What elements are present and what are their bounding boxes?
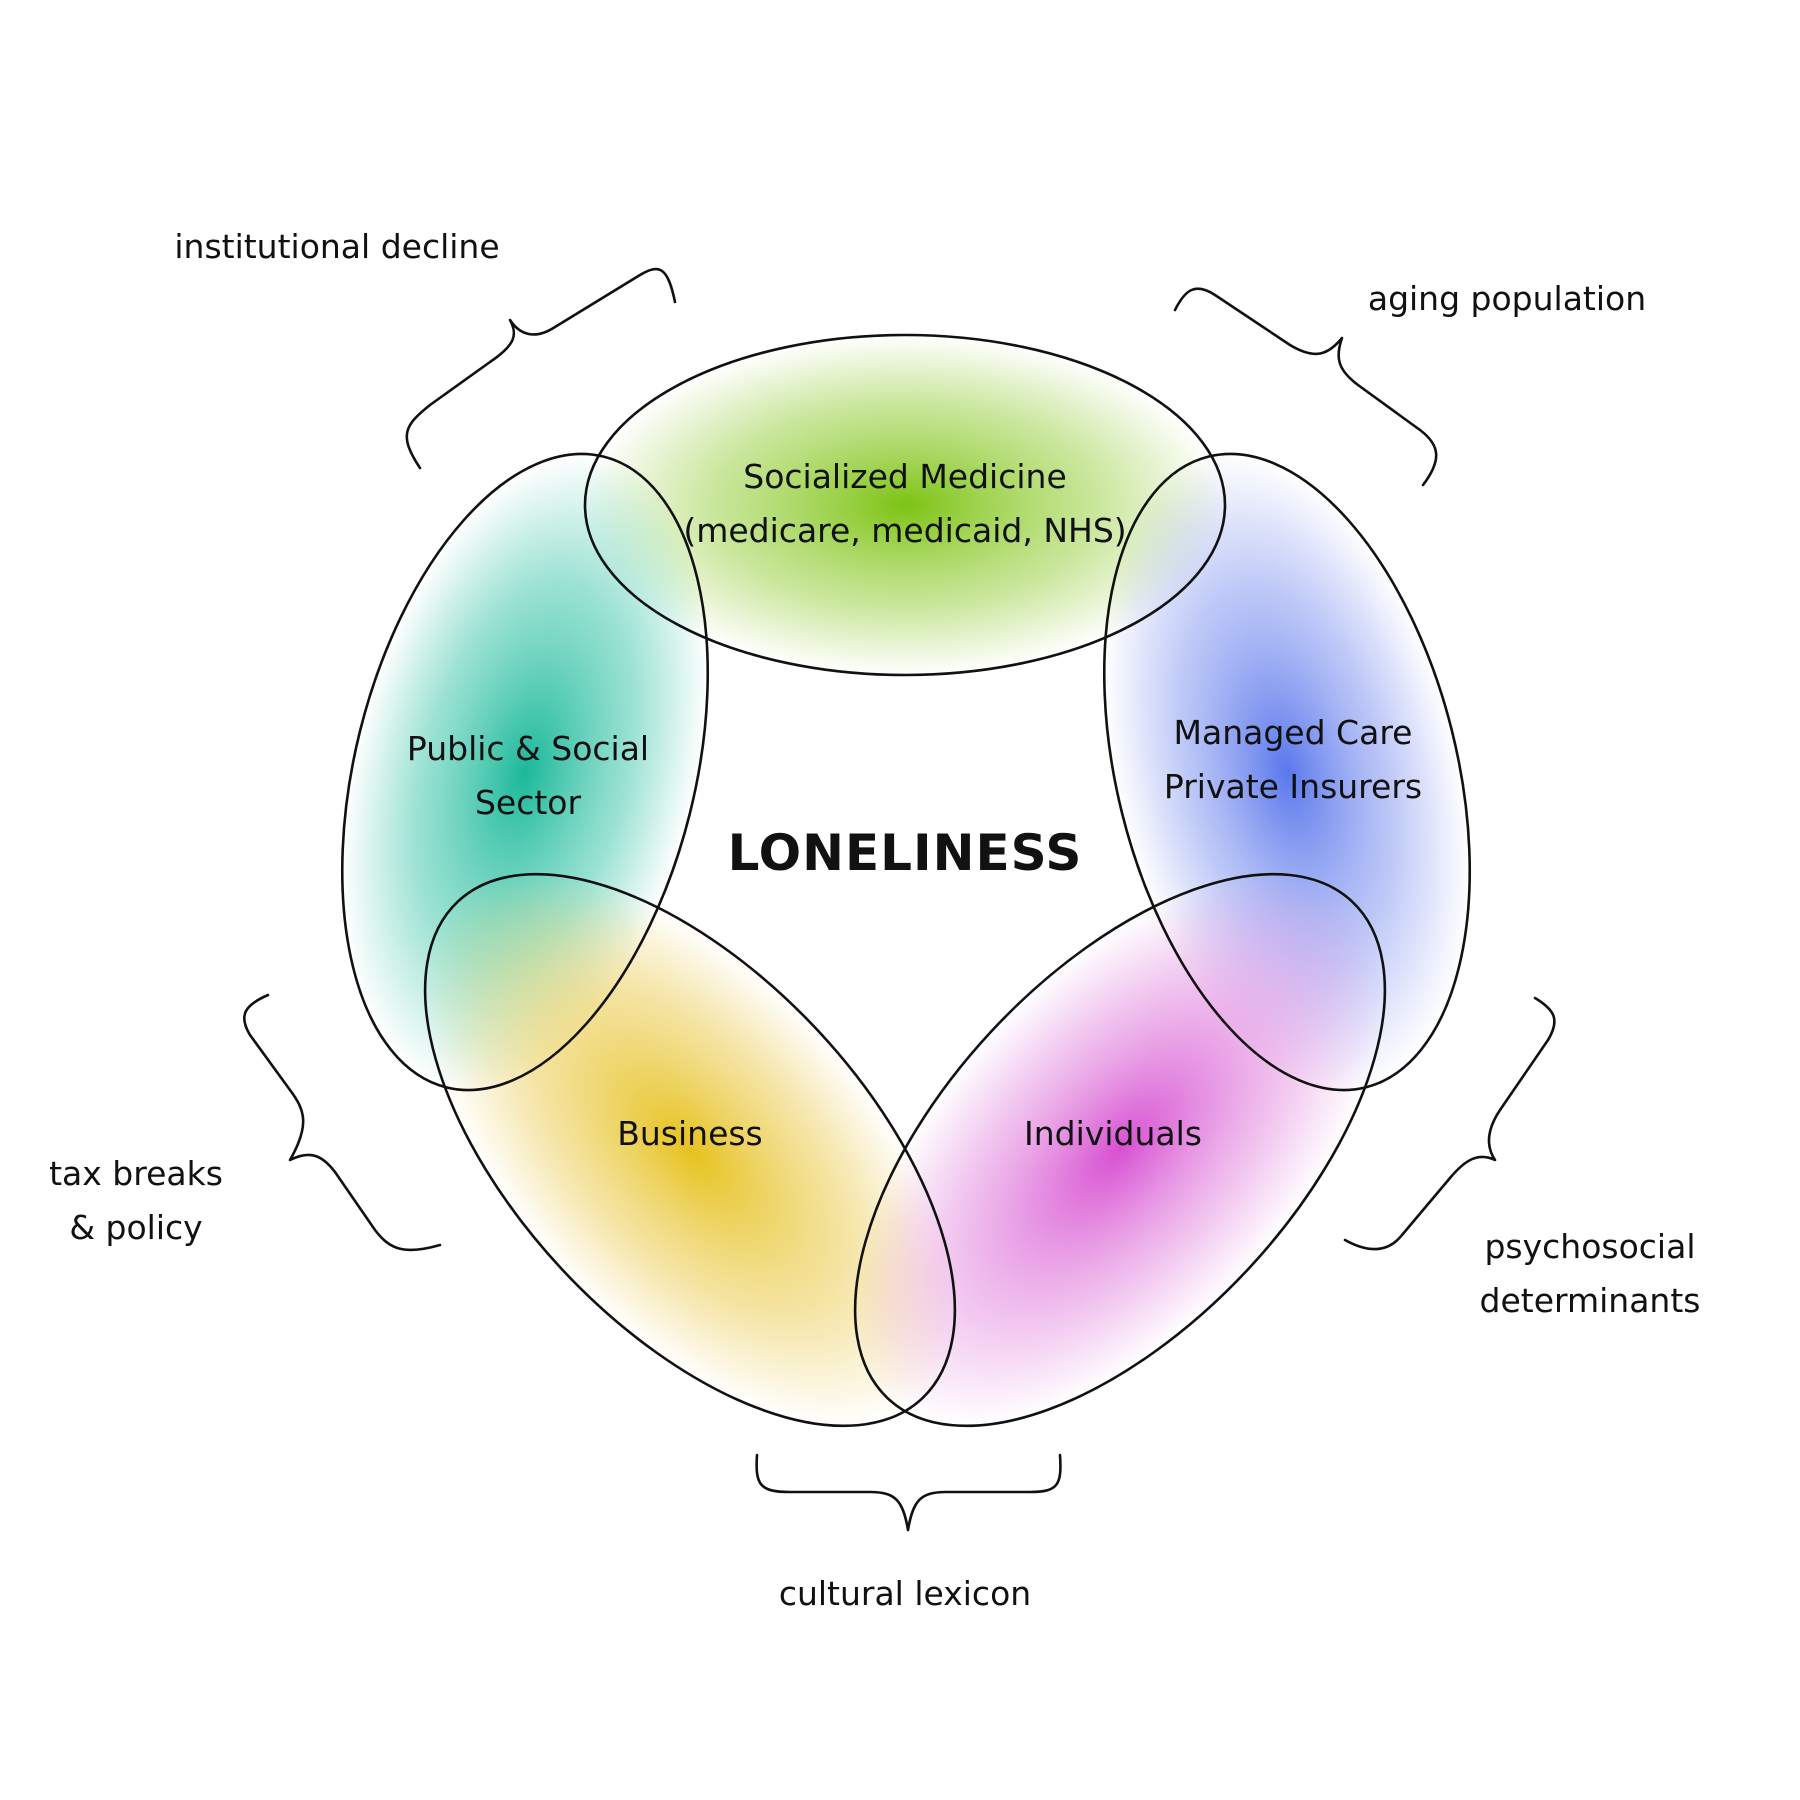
factor-tax-breaks: tax breaks	[49, 1154, 223, 1193]
brace-top-left	[405, 267, 677, 470]
brace-top-right	[1173, 287, 1438, 487]
socialized-medicine-label: Socialized Medicine	[743, 457, 1067, 496]
business-outline	[423, 872, 957, 1428]
public-social-sector-outline	[340, 452, 710, 1092]
blob-labels: Socialized Medicine (medicare, medicaid,…	[407, 457, 1422, 1153]
business-fill	[425, 874, 955, 1426]
factor-institutional-decline: institutional decline	[174, 227, 499, 266]
socialized-medicine-outline	[583, 333, 1227, 677]
brace-left	[243, 993, 442, 1252]
factor-labels: institutional decline aging population t…	[49, 227, 1700, 1613]
managed-care-label: Managed Care	[1174, 713, 1413, 752]
individuals-fill	[855, 874, 1385, 1426]
factor-psychosocial: psychosocial	[1484, 1227, 1695, 1266]
socialized-medicine-fill	[585, 335, 1225, 675]
business-label: Business	[617, 1114, 763, 1153]
factor-determinants: determinants	[1480, 1281, 1701, 1320]
braces	[243, 267, 1556, 1532]
brace-bottom	[755, 1453, 1062, 1532]
public-social-sector-label: Public & Social	[407, 729, 649, 768]
managed-care-sublabel: Private Insurers	[1164, 767, 1422, 806]
brace-right	[1343, 996, 1556, 1251]
blob-fills	[342, 335, 1470, 1426]
factor-aging-population: aging population	[1368, 279, 1646, 318]
public-social-sector-label-line2: Sector	[475, 783, 582, 822]
blob-outlines	[340, 333, 1472, 1428]
individuals-label: Individuals	[1024, 1114, 1202, 1153]
socialized-medicine-sublabel: (medicare, medicaid, NHS)	[683, 511, 1126, 550]
factor-cultural-lexicon: cultural lexicon	[779, 1574, 1031, 1613]
individuals-outline	[853, 872, 1387, 1428]
center-title: LONELINESS	[728, 824, 1083, 882]
factor-policy: & policy	[69, 1208, 202, 1247]
